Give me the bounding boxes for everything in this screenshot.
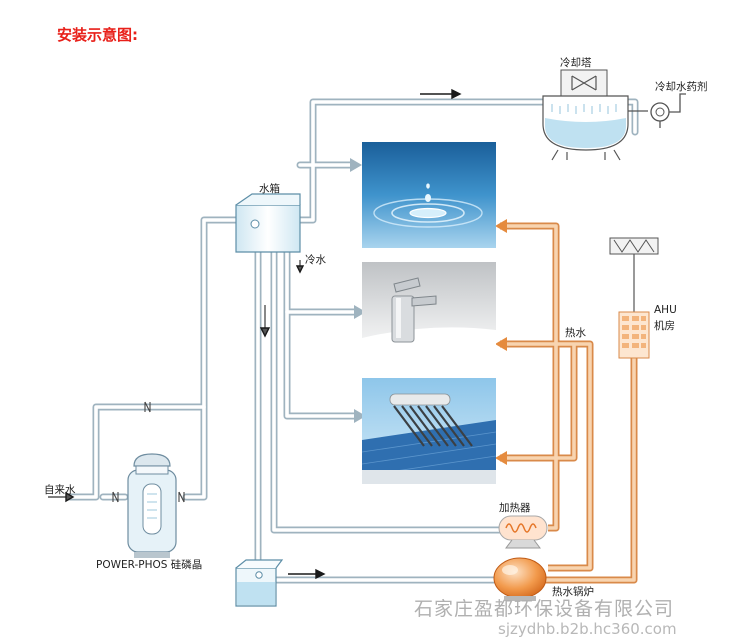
faucet-image [362,262,496,368]
cold-arrows [350,158,366,423]
cooling-tower [542,69,629,161]
flow-arrows [48,88,462,580]
cooling-chemical-label: 冷却水药剂 [655,81,708,93]
valves [112,401,185,503]
hot-water-label: 热水 [565,327,586,339]
ahu-label: AHU [654,304,677,316]
hot-arrows [495,219,507,465]
hot-water-boiler [493,557,547,601]
chemical-dosing-unit [628,93,686,128]
water-drop-image [362,142,496,248]
watermark-company: 石家庄盈都环保设备有限公司 [414,598,675,620]
heater-label: 加热器 [499,502,531,514]
bottom-water-tank [235,559,284,607]
boiler-label: 热水锅炉 [552,586,594,598]
diagram-title: 安装示意图: [57,26,138,44]
cooling-tower-label: 冷却塔 [560,57,592,69]
hot-water-pipes [500,222,638,584]
water-tank-label: 水箱 [259,183,280,195]
power-phos-canister [127,453,177,558]
heater [498,515,548,549]
tap-water-label: 自来水 [44,484,76,496]
solar-heater-image [361,378,497,484]
ahu-room-label: 机房 [654,320,675,332]
power-phos-label: POWER-PHOS 硅磷晶 [96,559,203,571]
cold-water-label: 冷水 [305,254,326,266]
watermark-url: sjzydhb.b2b.hc360.com [498,620,677,638]
water-tank [235,193,301,253]
ahu-unit [609,237,659,359]
